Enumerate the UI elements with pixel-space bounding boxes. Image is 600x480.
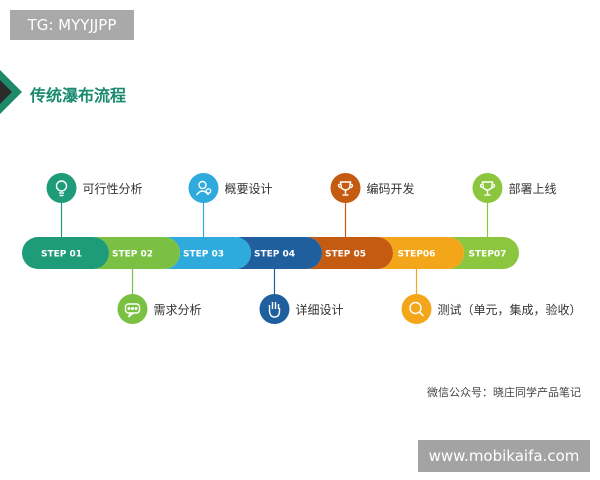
step-segment-3 (164, 237, 251, 269)
step-name-6: 测试（单元，集成，验收） (437, 303, 582, 317)
user-group-icon (188, 173, 219, 203)
title-marker-icon (0, 70, 22, 114)
step-label-3: STEP 03 (183, 250, 224, 260)
trophy-icon (472, 173, 503, 203)
step-label-1: STEP 01 (41, 250, 82, 260)
step-segment-5 (306, 237, 393, 269)
page-title: 传统瀑布流程 (30, 86, 127, 105)
tg-tag: TG: MYYJJPP (10, 10, 134, 40)
step-label-5: STEP 05 (325, 250, 366, 260)
step-label-6: STEP06 (398, 250, 436, 260)
step-segment-7 (448, 237, 519, 269)
site-watermark: www.mobikaifa.com (418, 440, 590, 472)
step-segment-2 (93, 237, 180, 269)
step-label-7: STEP07 (469, 250, 507, 260)
step-label-2: STEP 02 (112, 250, 153, 260)
step-name-2: 需求分析 (153, 303, 202, 317)
step-label-4: STEP 04 (254, 250, 295, 260)
chat-bubble-icon (117, 294, 148, 324)
step-segment-4 (235, 237, 322, 269)
search-icon (401, 294, 432, 324)
hand-icon (259, 294, 290, 324)
process-flow: STEP 01 STEP 02 STEP 03 STEP 04 STEP 05 STEP0… (22, 173, 519, 324)
step-name-4: 详细设计 (295, 303, 344, 317)
wechat-credit: 微信公众号：晓庄同学产品笔记 (427, 386, 581, 399)
step-segment-1 (22, 237, 109, 269)
step-name-3: 概要设计 (224, 182, 273, 196)
step-segment-6 (377, 237, 464, 269)
step-name-1: 可行性分析 (82, 182, 143, 196)
step-name-5: 编码开发 (366, 182, 415, 196)
trophy-icon (330, 173, 361, 203)
lightbulb-icon (46, 173, 77, 203)
step-name-7: 部署上线 (508, 182, 557, 196)
